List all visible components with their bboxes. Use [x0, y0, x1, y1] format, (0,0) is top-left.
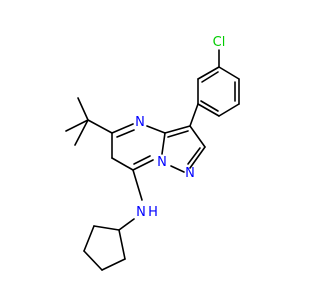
bond-aryl-c3: [189, 103, 199, 127]
bond-c5-cq: [87, 119, 113, 134]
atom-labels: Cl N N N N H: [135, 35, 225, 220]
bond-cq-me1: [77, 97, 89, 121]
bond-aryl-4-inner: [200, 100, 219, 112]
bond-c3-c3a: [164, 125, 191, 134]
bond-nh-cp: [118, 218, 135, 231]
nitrogen-label-pyrazole: N: [185, 166, 195, 181]
bonds: [65, 49, 240, 271]
bond-n4-c5: [111, 123, 134, 134]
chlorine-label: Cl: [213, 35, 226, 50]
molecule-structure-diagram: Cl N N N N H: [0, 0, 300, 300]
nitrogen-label-n4: N: [135, 115, 145, 130]
bond-c6-c7: [111, 157, 134, 171]
bond-c7-n7a: [132, 159, 154, 171]
bond-cp-4: [101, 258, 126, 271]
bond-c2-n1: [189, 146, 206, 169]
amine-nitrogen-label: N: [136, 205, 146, 220]
bond-aryl-6-inner: [201, 71, 219, 83]
bond-c7-nh: [132, 169, 143, 201]
bond-n4-c5-inner: [116, 129, 135, 138]
canvas-background: [0, 0, 300, 300]
bond-cp-1: [93, 225, 120, 231]
bond-aryl-1: [218, 66, 240, 80]
nitrogen-label-bridgehead: N: [157, 155, 167, 170]
bond-c3-c2: [189, 125, 206, 148]
bond-cp-5: [118, 229, 126, 260]
bond-n7a-c3a: [161, 132, 166, 155]
bond-c3-c3a-inner: [167, 130, 189, 138]
amine-hydrogen-label: H: [148, 205, 158, 220]
bond-cp-3: [83, 250, 103, 271]
bond-cp-2: [83, 225, 95, 252]
bond-cq-me3: [74, 119, 89, 146]
bond-aryl-4: [197, 103, 220, 117]
bond-aryl-6: [197, 66, 220, 80]
bond-c3a-n4: [146, 125, 166, 134]
bond-n1-n7a: [170, 165, 185, 173]
bond-aryl-3: [218, 103, 240, 117]
bond-c2-n1-inner: [187, 147, 201, 165]
bond-cq-me2: [65, 119, 89, 132]
bond-c7-n7a-inner: [133, 155, 151, 165]
